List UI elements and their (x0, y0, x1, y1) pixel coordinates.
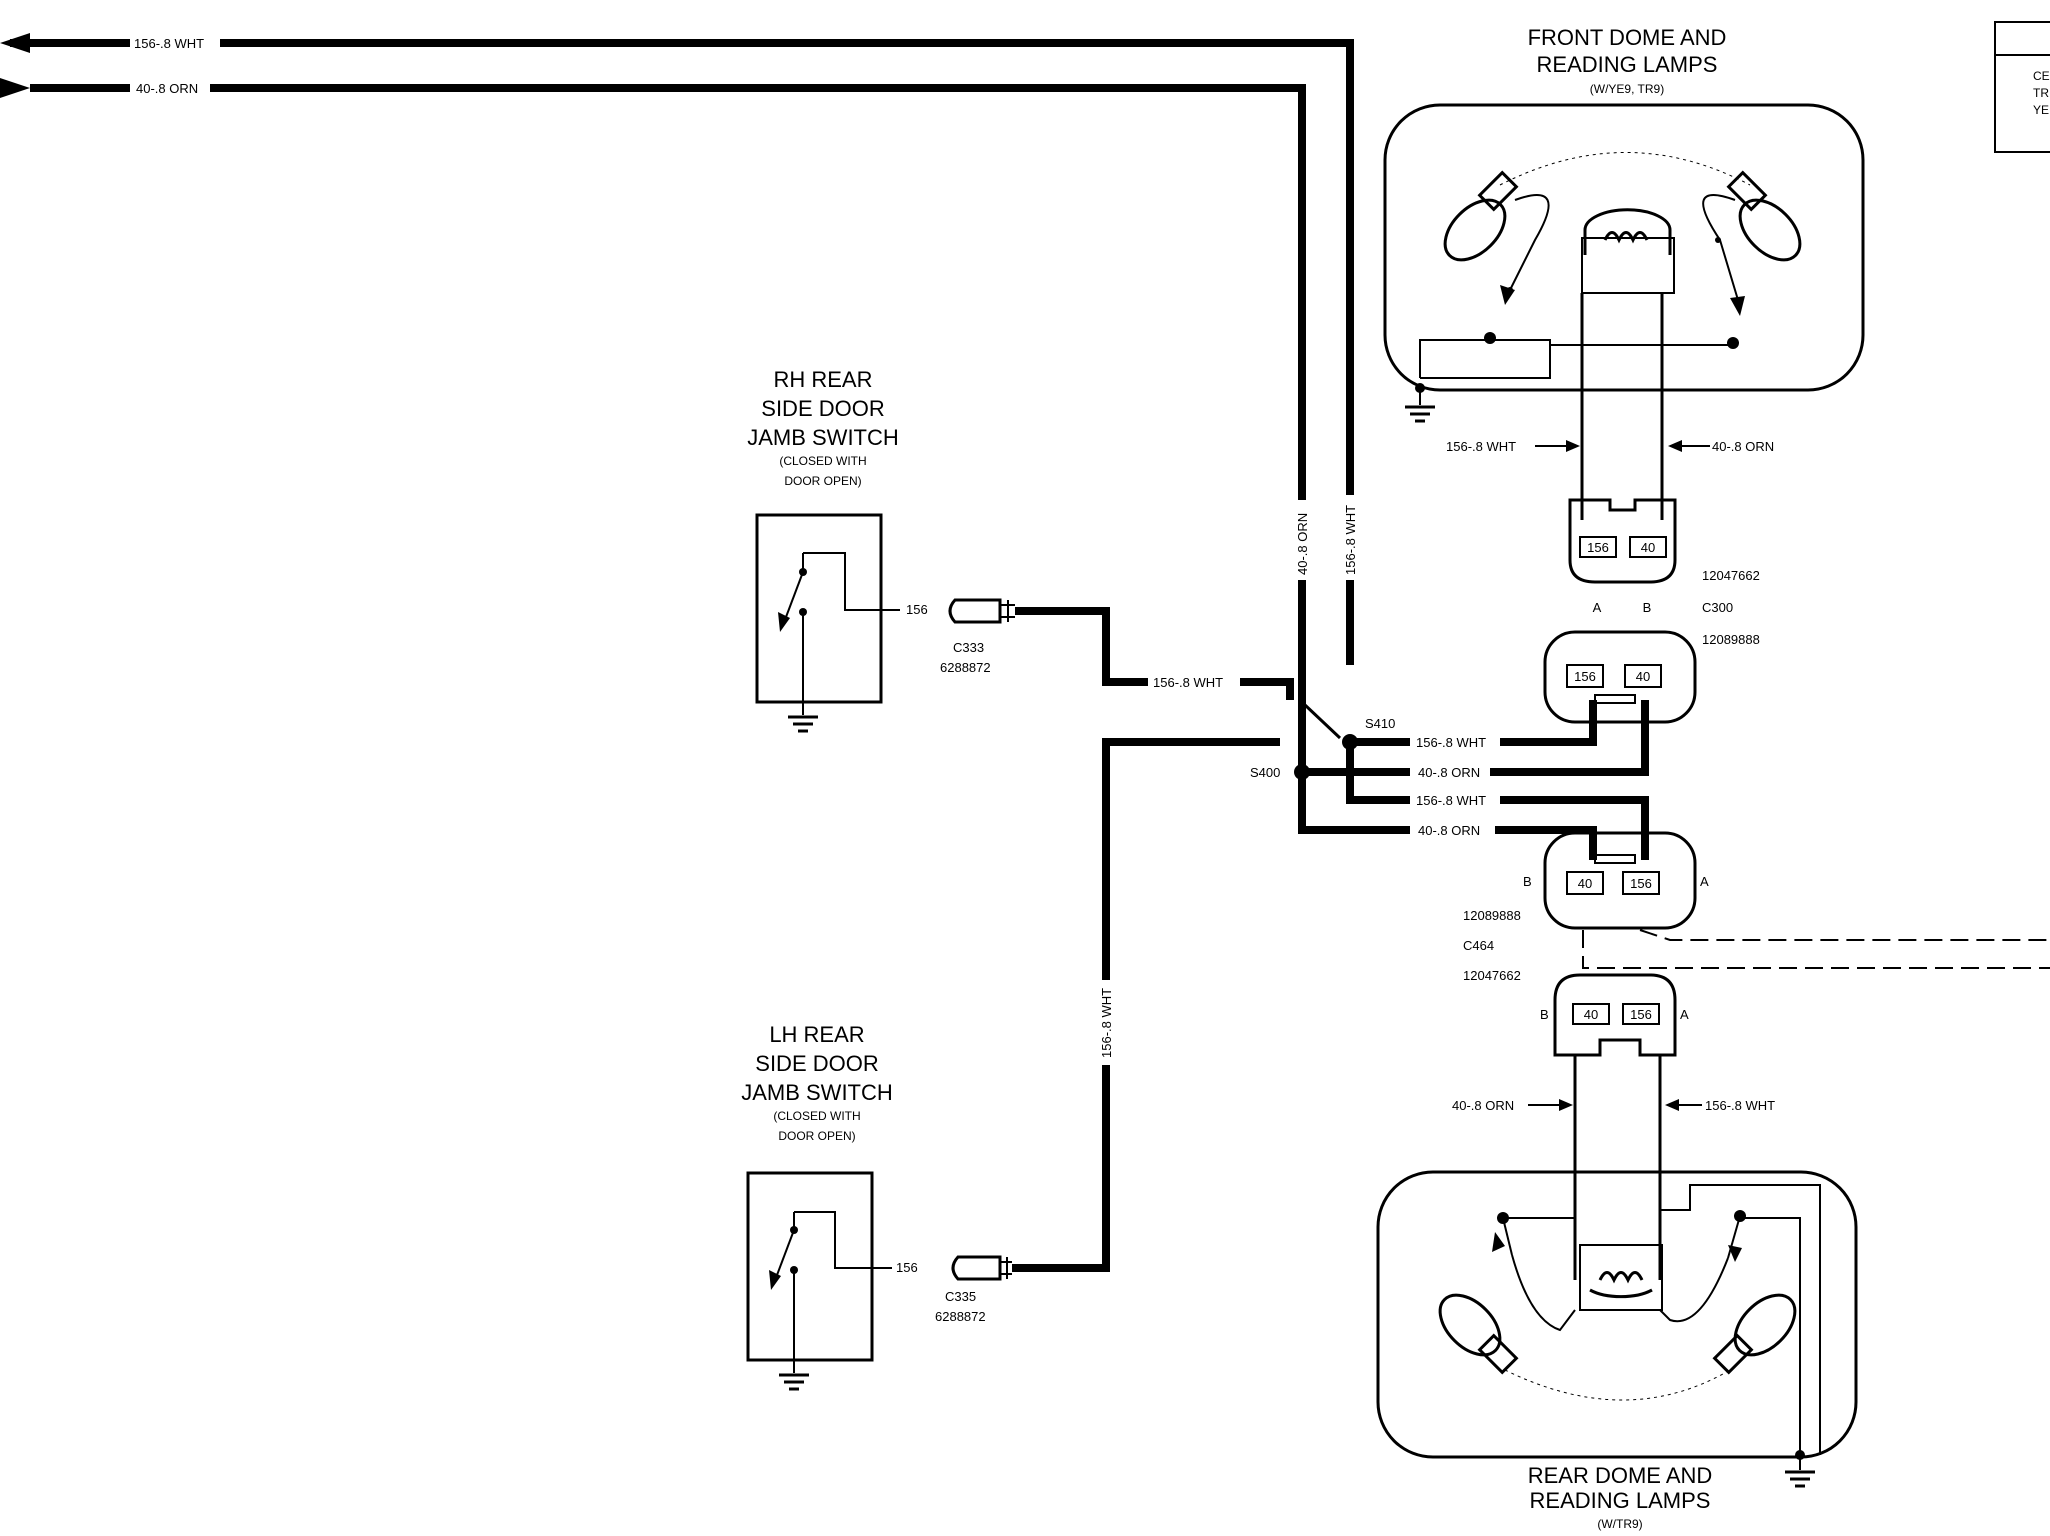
ground-icon (1785, 1455, 1815, 1488)
splice-label: S410 (1365, 716, 1395, 731)
switch-note: DOOR OPEN) (784, 474, 861, 488)
rear-dome-lamp-assembly: 40 156 B A 40-.8 ORN 156-.8 WHT (1376, 973, 1858, 1531)
rh-jamb-switch: RH REAR SIDE DOOR JAMB SWITCH (CLOSED WI… (747, 367, 1342, 740)
switch-title: LH REAR (769, 1022, 864, 1047)
lamp-housing (1376, 1170, 1858, 1459)
connector-id: C333 (953, 640, 984, 655)
switch-note: (CLOSED WITH (779, 454, 866, 468)
legend-text: CE (2033, 69, 2050, 83)
wire-label: 40-.8 ORN (1712, 439, 1774, 454)
wire-label: 40-.8 ORN (136, 81, 198, 96)
circuit-number: 156 (906, 602, 928, 617)
switch-note: (CLOSED WITH (773, 1109, 860, 1123)
circuit-number: 156 (896, 1260, 918, 1275)
splice-label: S400 (1250, 765, 1280, 780)
part-number: 6288872 (940, 660, 991, 675)
part-number: 12089888 (1702, 632, 1760, 647)
pin-label: 40 (1584, 1007, 1598, 1022)
lamp-title: REAR DOME AND (1528, 1463, 1713, 1488)
lh-jamb-switch: LH REAR SIDE DOOR JAMB SWITCH (CLOSED WI… (741, 738, 1280, 1391)
cavity-label: A (1700, 874, 1709, 889)
arrow-right-icon (0, 78, 30, 98)
pin-label: 156 (1630, 876, 1652, 891)
lamp-housing (1383, 103, 1865, 392)
bulb-icon (1443, 170, 1519, 262)
wire-label: 156-.8 WHT (1343, 505, 1358, 575)
connector-id: C335 (945, 1289, 976, 1304)
wire-label: 156-.8 WHT (1153, 675, 1223, 690)
wire-label: 156-.8 WHT (134, 36, 204, 51)
ground-icon (779, 1373, 809, 1391)
part-number: 6288872 (935, 1309, 986, 1324)
connector-id: C464 (1463, 938, 1494, 953)
pin-label: 40 (1641, 540, 1655, 555)
part-number: 12047662 (1463, 968, 1521, 983)
part-number: 12089888 (1463, 908, 1521, 923)
cavity-label: B (1523, 874, 1532, 889)
wire-label: 156-.8 WHT (1705, 1098, 1775, 1113)
switch-title: JAMB SWITCH (747, 425, 899, 450)
bulb-icon (1712, 1293, 1797, 1375)
wire-label: 40-.8 ORN (1452, 1098, 1514, 1113)
wire-label: 40-.8 ORN (1418, 765, 1480, 780)
legend-text: TR (2033, 86, 2049, 100)
ground-icon (1405, 388, 1435, 423)
part-number: 12047662 (1702, 568, 1760, 583)
bullet-connector (951, 1255, 1012, 1281)
arrow-left-icon (0, 33, 30, 53)
switch-note: DOOR OPEN) (778, 1129, 855, 1143)
top-wire-white: 156-.8 WHT (0, 33, 1354, 665)
wire-label: 40-.8 ORN (1418, 823, 1480, 838)
connector-c464: 40 156 B A 12089888 C464 12047662 (1463, 831, 1709, 983)
lamp-note: (W/YE9, TR9) (1590, 82, 1664, 96)
pin-label: 156 (1630, 1007, 1652, 1022)
lamp-title: READING LAMPS (1537, 52, 1718, 77)
wire-label: 156-.8 WHT (1446, 439, 1516, 454)
lamp-title: READING LAMPS (1530, 1488, 1711, 1513)
pin-label: 40 (1636, 669, 1650, 684)
wire-label: 156-.8 WHT (1099, 988, 1114, 1058)
top-wire-orange: 40-.8 ORN (0, 78, 1306, 810)
bullet-connector (948, 598, 1015, 624)
switch-title: JAMB SWITCH (741, 1080, 893, 1105)
cavity-label: B (1540, 1007, 1549, 1022)
wire-label: 156-.8 WHT (1416, 735, 1486, 750)
connector-id: C300 (1702, 600, 1733, 615)
bulb-icon (1726, 170, 1802, 262)
connector-c300: 12047662 A B C300 12089888 156 40 (1543, 568, 1760, 724)
switch-title: SIDE DOOR (755, 1051, 878, 1076)
legend-box: CE TR YE (1994, 21, 2050, 153)
cavity-label: A (1593, 600, 1602, 615)
ground-icon (788, 715, 818, 733)
lamp-connector (1568, 498, 1677, 584)
lamp-note: (W/TR9) (1597, 1517, 1642, 1531)
cavity-label: B (1643, 600, 1652, 615)
pin-label: 40 (1578, 876, 1592, 891)
pin-label: 156 (1587, 540, 1609, 555)
lamp-connector (1553, 973, 1677, 1057)
wire-label: 40-.8 ORN (1295, 513, 1310, 575)
cavity-label: A (1680, 1007, 1689, 1022)
front-dome-lamp-assembly: FRONT DOME AND READING LAMPS (W/YE9, TR9… (1383, 25, 1865, 584)
legend-text: YE (2033, 103, 2049, 117)
lamp-title: FRONT DOME AND (1528, 25, 1727, 50)
bulb-icon (1438, 1293, 1519, 1375)
switch-title: SIDE DOOR (761, 396, 884, 421)
wire-label: 156-.8 WHT (1416, 793, 1486, 808)
switch-title: RH REAR (773, 367, 872, 392)
pin-label: 156 (1574, 669, 1596, 684)
